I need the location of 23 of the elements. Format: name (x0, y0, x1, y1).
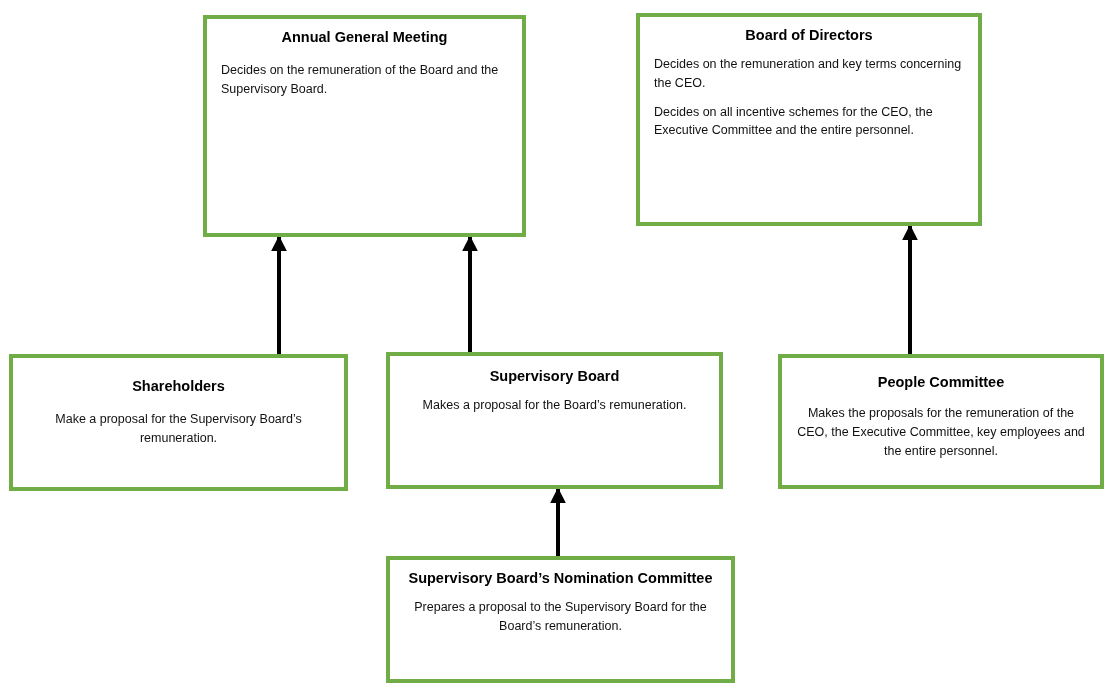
arrow (550, 487, 566, 556)
box-description: Makes a proposal for the Board’s remuneration. (421, 397, 688, 414)
box-description: Make a proposal for the Supervisory Board’s remuneration. (54, 411, 303, 447)
text-box (386, 352, 723, 489)
box-description: Prepares a proposal to the Supervisory Board for the Board’s remuneration. (413, 599, 708, 635)
arrow (902, 224, 918, 354)
box-heading: Supervisory Board (488, 368, 621, 384)
box-description: Decides on all incentive schemes for the CEO, the Executive Committee and the entire personnel. (654, 103, 934, 140)
box-heading: Annual General Meeting (280, 29, 449, 45)
arrow (271, 235, 287, 354)
box-heading: Shareholders (131, 378, 226, 394)
box-description: Makes the proposals for the remuneration of the CEO, the Executive Committee, key employees and the entire personnel. (796, 405, 1086, 460)
box-description: Decides on the remuneration and key terms concerning the CEO. (654, 56, 963, 92)
text-box (636, 13, 982, 226)
text-box (9, 354, 348, 491)
box-heading: Board of Directors (744, 27, 874, 43)
box-heading: Supervisory Board’s Nomination Committee (407, 570, 714, 586)
box-description: Decides on the remuneration of the Board and the Supervisory Board. (221, 62, 500, 98)
text-box (778, 354, 1104, 489)
text-box (203, 15, 526, 237)
box-heading: People Committee (876, 374, 1006, 390)
text-box (386, 556, 735, 683)
arrow (462, 235, 478, 352)
